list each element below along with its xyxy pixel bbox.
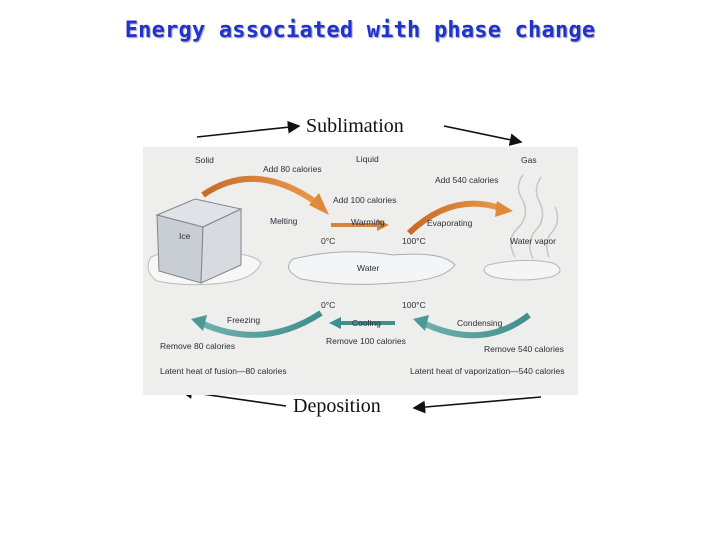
evaporating-label: Evaporating bbox=[427, 218, 473, 228]
c100-bottom-label: 100°C bbox=[402, 300, 426, 310]
water-label: Water bbox=[357, 263, 380, 273]
deposition-label: Deposition bbox=[293, 395, 381, 417]
melting-label: Melting bbox=[270, 216, 298, 226]
add-540-label: Add 540 calories bbox=[435, 175, 499, 185]
add-100-label: Add 100 calories bbox=[333, 195, 397, 205]
freezing-label: Freezing bbox=[227, 315, 261, 325]
water-vapor-label: Water vapor bbox=[510, 236, 556, 246]
c0-top-label: 0°C bbox=[321, 236, 336, 246]
evaporating-arrow bbox=[406, 200, 505, 236]
remove-540-label: Remove 540 calories bbox=[484, 344, 564, 354]
remove-100-label: Remove 100 calories bbox=[326, 336, 406, 346]
deposition-arrow-right bbox=[412, 396, 542, 414]
liquid-label: Liquid bbox=[356, 154, 379, 164]
freezing-arrow bbox=[199, 310, 323, 338]
phase-change-figure: Solid Liquid Gas Add 80 calories Add 540… bbox=[143, 147, 578, 395]
vapor-wisps-icon bbox=[510, 174, 559, 260]
sublimation-arrow-right bbox=[443, 125, 523, 146]
page-title: Energy associated with phase change bbox=[124, 18, 596, 43]
latent-fusion-label: Latent heat of fusion—80 calories bbox=[160, 366, 287, 376]
solid-label: Solid bbox=[195, 155, 214, 165]
add-80-label: Add 80 calories bbox=[263, 164, 322, 174]
sublimation-arrow-left bbox=[196, 120, 301, 138]
vapor-puddle bbox=[483, 259, 561, 281]
condensing-arrow bbox=[421, 312, 531, 339]
remove-80-label: Remove 80 calories bbox=[160, 341, 236, 351]
ice-cube-icon bbox=[155, 198, 243, 284]
warming-label: Warming bbox=[351, 217, 385, 227]
gas-label: Gas bbox=[521, 155, 537, 165]
c0-bottom-label: 0°C bbox=[321, 300, 336, 310]
melting-arrow bbox=[201, 175, 319, 206]
cooling-label: Cooling bbox=[352, 318, 381, 328]
condensing-label: Condensing bbox=[457, 318, 503, 328]
ice-label: Ice bbox=[179, 231, 191, 241]
figure-drawing bbox=[147, 174, 561, 339]
c100-top-label: 100°C bbox=[402, 236, 426, 246]
latent-vapor-label: Latent heat of vaporization—540 calories bbox=[410, 366, 565, 376]
water-puddle bbox=[288, 251, 456, 285]
sublimation-label: Sublimation bbox=[306, 115, 404, 137]
